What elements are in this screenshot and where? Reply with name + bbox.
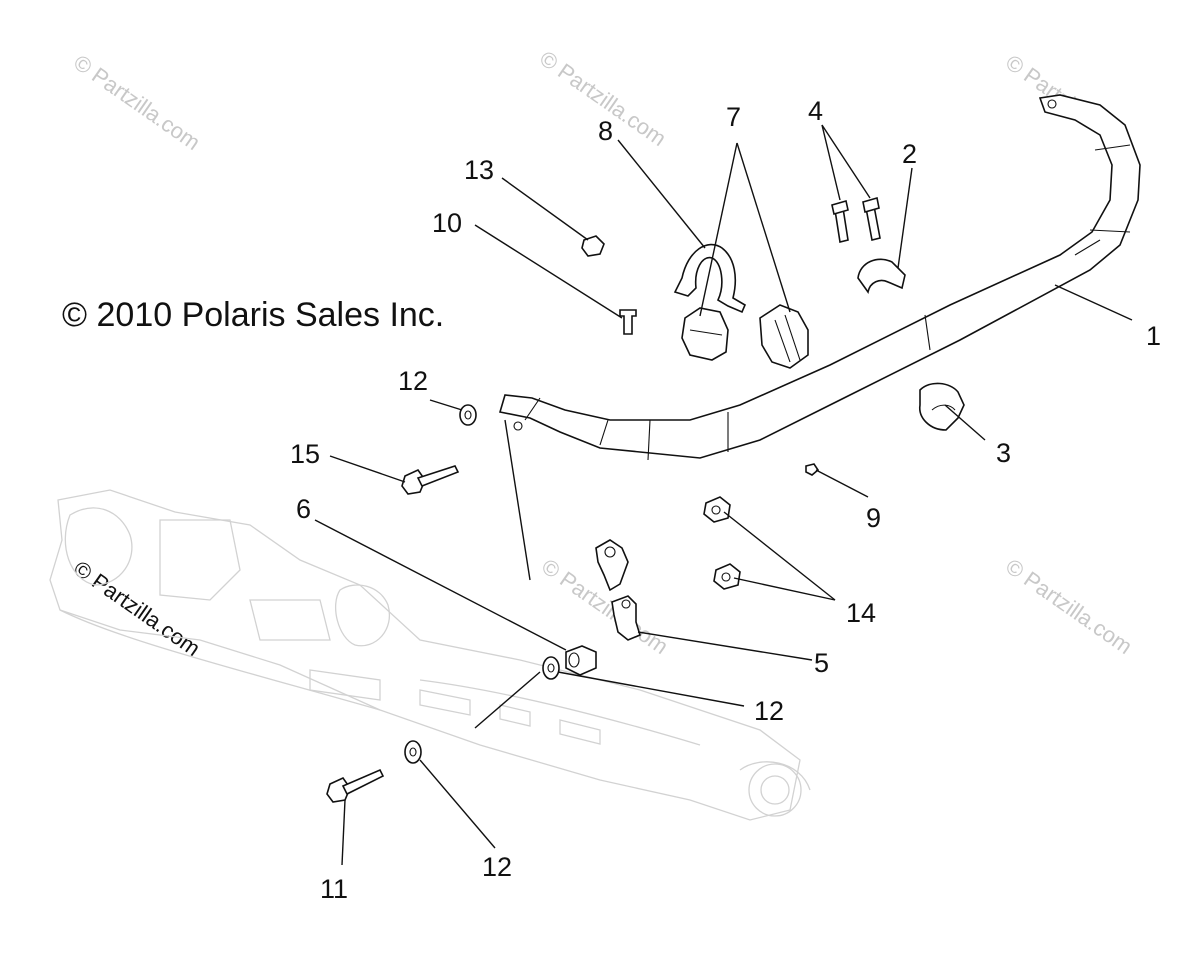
spacer-bushing[interactable] [565, 645, 597, 676]
callout-12-lower: 12 [482, 852, 512, 882]
callout-9: 9 [866, 503, 881, 533]
washer-upper[interactable] [459, 404, 477, 426]
bolts-pair[interactable] [831, 196, 881, 243]
callout-8: 8 [598, 116, 613, 146]
clamp-halves[interactable] [681, 304, 809, 369]
washer-middle[interactable] [542, 656, 560, 680]
callout-1: 1 [1146, 321, 1161, 351]
watermark-top-left: © Partzilla.com [69, 50, 205, 156]
leader-lines [314, 124, 1133, 866]
callout-10: 10 [432, 208, 462, 238]
copyright-text: © 2010 Polaris Sales Inc. [62, 296, 444, 334]
callout-2: 2 [902, 139, 917, 169]
callout-11: 11 [320, 874, 348, 904]
trailing-arm [49, 489, 811, 821]
bushing-right[interactable] [857, 258, 906, 294]
watermark-left-dark: © Partzilla.com [69, 556, 205, 662]
callout-6: 6 [296, 494, 311, 524]
nut-small[interactable] [581, 235, 605, 257]
callout-3: 3 [996, 438, 1011, 468]
washer-lower[interactable] [404, 740, 422, 764]
callout-14: 14 [846, 598, 876, 628]
small-bolt[interactable] [619, 309, 637, 335]
callout-15: 15 [290, 439, 320, 469]
bushing-lower[interactable] [919, 382, 965, 431]
callout-13: 13 [464, 155, 494, 185]
bolt-lower-left[interactable] [326, 768, 385, 803]
clamp-bracket[interactable] [673, 243, 747, 314]
callouts: 1 2 3 4 5 6 7 8 9 10 11 12 12 12 13 14 1… [290, 96, 1161, 904]
stabilizer-bar[interactable] [498, 94, 1141, 461]
callout-4: 4 [808, 96, 823, 126]
flange-nuts[interactable] [703, 496, 741, 590]
stabilizer-link[interactable] [595, 539, 641, 641]
watermark-mid-right: © Partzilla.com [1001, 554, 1137, 660]
callout-7: 7 [726, 102, 741, 132]
bolt-upper-left[interactable] [401, 465, 460, 495]
callout-12-upper: 12 [398, 366, 428, 396]
callout-12-middle: 12 [754, 696, 784, 726]
small-clip[interactable] [805, 463, 820, 476]
callout-5: 5 [814, 648, 829, 678]
